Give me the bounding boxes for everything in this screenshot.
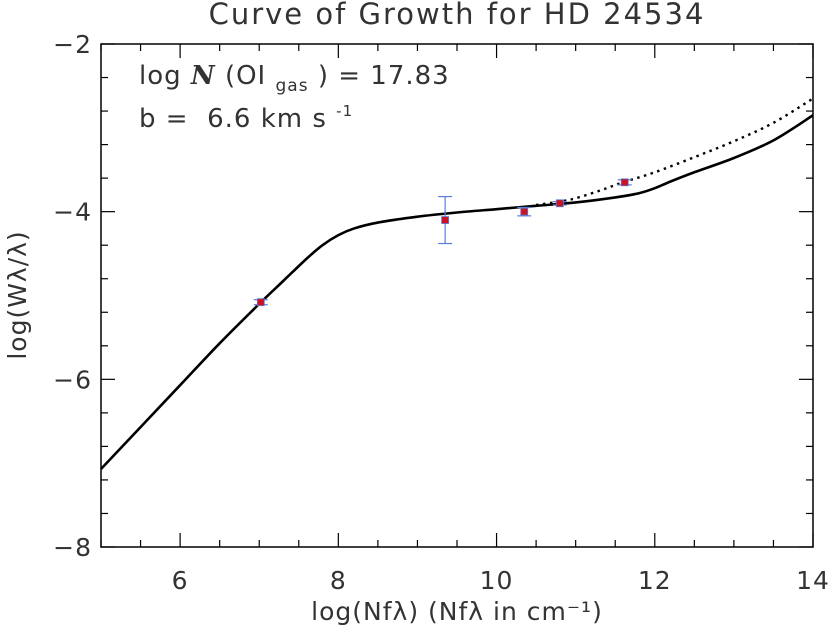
annotation-N-symbol: N [190,61,216,91]
y-axis-title: log(Wλ/λ) [3,230,32,359]
data-point [517,206,532,217]
data-point [438,195,453,245]
tick-labels: 6 8 10 12 14 −8 −6 −4 −2 [53,30,830,595]
data-point [253,298,268,307]
data-marker [256,298,265,307]
y-tick-label: −2 [53,30,92,59]
dotted-curve [535,97,814,207]
curves [100,97,814,470]
y-tick-label: −6 [53,365,92,394]
x-tick-label: 8 [330,566,347,595]
annotation-value: ) = 17.83 [318,61,450,91]
data-point [552,199,567,208]
annotation-b-value: b = 6.6 km s [139,104,327,134]
y-tick-label: −4 [53,198,92,227]
annotation-doppler: b = 6.6 km s -1 [139,102,353,134]
annotation-log-prefix: log [139,61,191,91]
annotation-superscript: -1 [336,102,353,120]
x-axis-title: log(Nfλ) (Nfλ in cm⁻¹) [311,597,603,626]
x-tick-label: 12 [638,566,672,595]
data-points [253,178,632,307]
annotation-column-density: log N (OI gas ) = 17.83 [139,61,450,98]
data-marker [555,199,564,208]
annotation-subscript-gas: gas [275,76,308,96]
data-marker [520,207,529,216]
axis-ticks [100,43,814,548]
chart-title: Curve of Growth for HD 24534 [209,0,706,31]
x-tick-label: 14 [796,566,830,595]
data-point [617,178,632,187]
x-tick-label: 10 [480,566,514,595]
data-marker [441,216,450,224]
data-marker [620,178,629,187]
annotation-species: (OI [225,61,266,91]
y-tick-label: −8 [53,533,92,562]
solid-curve [100,114,814,470]
x-tick-label: 6 [172,566,189,595]
